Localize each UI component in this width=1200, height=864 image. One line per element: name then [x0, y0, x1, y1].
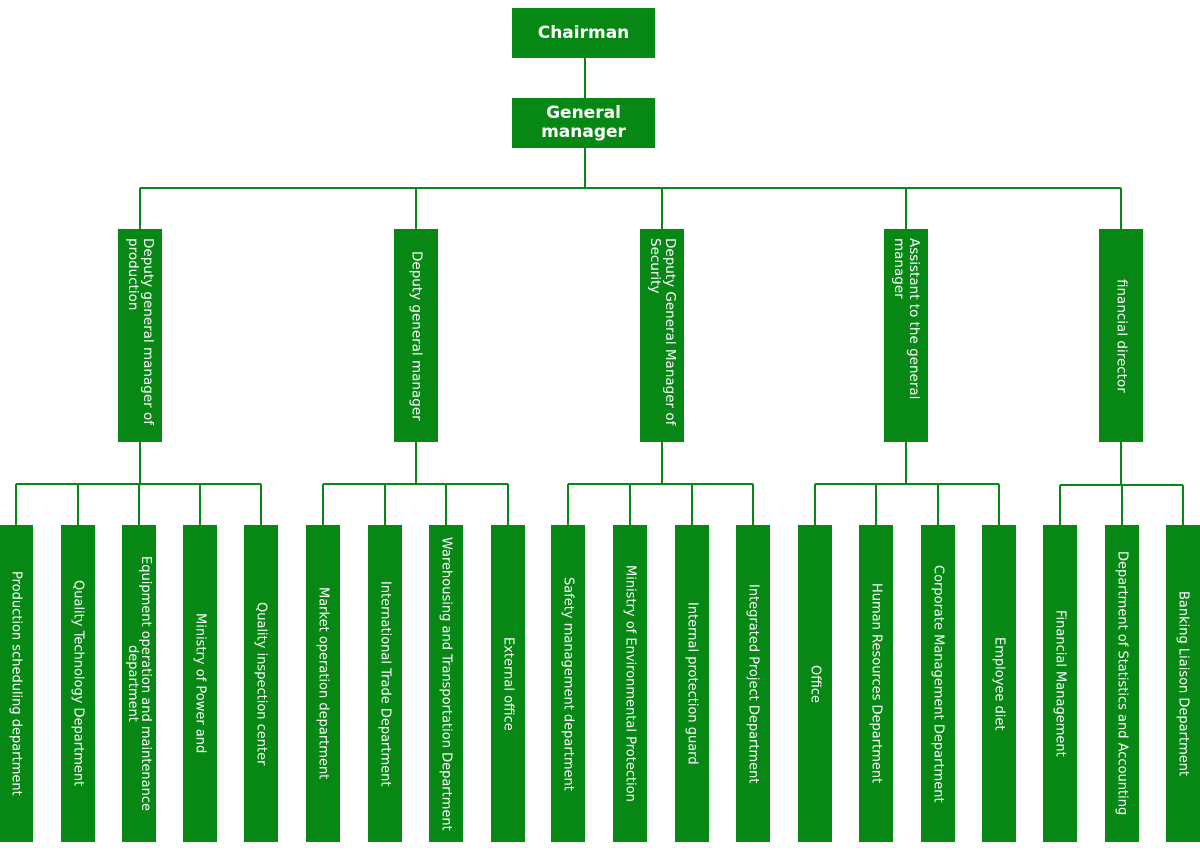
department-label: Human Resources Department [868, 583, 884, 784]
department-box: Office [798, 525, 832, 842]
department-label: Quality inspection center [253, 601, 269, 766]
general-manager-box: General manager [512, 98, 655, 148]
department-label: Ministry of Environmental Protection [622, 565, 638, 802]
department-box: Ministry of Environmental Protection [613, 525, 647, 842]
chairman-label: Chairman [537, 22, 630, 43]
department-box: Equipment operation and maintenance depa… [122, 525, 156, 842]
department-box: Quality inspection center [244, 525, 278, 842]
department-label: International Trade Department [377, 580, 393, 787]
department-box: Production scheduling department [0, 525, 33, 842]
department-box: External office [491, 525, 525, 842]
department-label: Production scheduling department [8, 571, 24, 796]
department-label: Employee diet [991, 636, 1007, 731]
department-label: Internal protection guard [684, 602, 700, 765]
chairman-box: Chairman [512, 8, 655, 58]
division-head-deputy: Deputy general manager [394, 229, 438, 442]
department-label: Banking Liaison Department [1175, 590, 1191, 777]
department-label: Ministry of Power and [192, 613, 208, 754]
division-head-label: Deputy general manager [408, 250, 425, 421]
division-head-assistant: Assistant to the general manager [884, 229, 928, 442]
department-label: Market operation department [315, 587, 331, 780]
department-label: Corporate Management Department [930, 564, 946, 803]
department-label: Department of Statistics and Accounting [1114, 551, 1130, 816]
department-label: External office [500, 636, 516, 731]
department-label: Equipment operation and maintenance depa… [125, 555, 153, 811]
department-box: Banking Liaison Department [1166, 525, 1200, 842]
division-head-production: Deputy general manager of production [118, 229, 162, 442]
department-box: Safety management department [551, 525, 585, 842]
department-box: Corporate Management Department [921, 525, 955, 842]
department-box: Human Resources Department [859, 525, 893, 842]
division-head-label: Deputy general manager of production [125, 237, 156, 425]
division-head-security: Deputy General Manager of Security [640, 229, 684, 442]
division-head-label: Assistant to the general manager [891, 237, 922, 399]
department-box: Integrated Project Department [736, 525, 770, 842]
department-label: Financial Management [1052, 610, 1068, 757]
department-label: Office [807, 664, 823, 703]
department-label: Quality Technology Department [70, 580, 86, 787]
division-head-label: financial director [1113, 278, 1130, 393]
department-label: Integrated Project Department [745, 583, 761, 784]
department-box: Ministry of Power and [183, 525, 217, 842]
department-box: Financial Management [1043, 525, 1077, 842]
division-head-label: Deputy General Manager of Security [647, 237, 678, 425]
department-box: Internal protection guard [675, 525, 709, 842]
department-box: Warehousing and Transportation Departmen… [429, 525, 463, 842]
department-box: International Trade Department [368, 525, 402, 842]
division-head-financial: financial director [1099, 229, 1143, 442]
general-manager-label: General manager [541, 103, 626, 142]
department-label: Warehousing and Transportation Departmen… [438, 536, 454, 831]
department-label: Safety management department [560, 576, 576, 791]
department-box: Market operation department [306, 525, 340, 842]
department-box: Employee diet [982, 525, 1016, 842]
department-box: Department of Statistics and Accounting [1105, 525, 1139, 842]
department-box: Quality Technology Department [61, 525, 95, 842]
